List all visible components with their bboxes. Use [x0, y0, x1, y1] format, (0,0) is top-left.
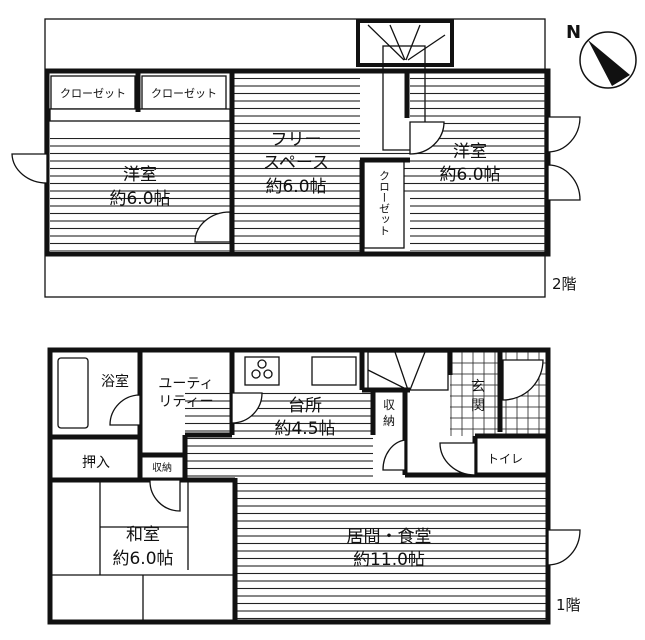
oshiire-label: 押入: [82, 455, 110, 471]
room-size: 約6.0帖: [439, 165, 500, 185]
compass-needle-icon: [588, 40, 630, 86]
living-name: 居間・食堂: [347, 527, 432, 547]
sink: [311, 356, 357, 386]
door-living-east[interactable]: [547, 529, 581, 566]
toilet-label: トイレ: [487, 452, 523, 466]
living-size: 約11.0帖: [353, 550, 425, 570]
door-japanese-room[interactable]: [149, 479, 181, 512]
japanese-room-size: 約6.0帖: [112, 549, 173, 569]
utility-label-line2: リティー: [158, 394, 213, 410]
living-floor: [235, 478, 548, 620]
kitchen-size: 約4.5帖: [274, 419, 335, 439]
door-entrance[interactable]: [502, 359, 544, 401]
closet-label: クローゼット: [151, 87, 217, 100]
room-name: 洋室: [453, 142, 487, 162]
door-room-west[interactable]: [194, 211, 231, 243]
entrance-label-line2: 関: [471, 398, 485, 414]
storage-small-label: 収納: [152, 461, 172, 474]
floor-2: クローゼット クローゼット クローゼット 洋室 約6.0帖 フリー スペース 約…: [11, 18, 581, 298]
room-east-floor: [410, 73, 546, 251]
door-east-1[interactable]: [547, 116, 581, 153]
door-utility[interactable]: [231, 392, 263, 424]
room-size: 約6.0帖: [109, 189, 170, 209]
compass: N: [566, 22, 637, 89]
floor-1: 浴室 ユーティ リティー 押入 収 納 玄 関 トイレ 収納 台所 約4.5帖 …: [47, 347, 581, 625]
entrance-label-line1: 玄: [471, 378, 485, 395]
closet-1: [50, 75, 136, 110]
stairs-1f: [367, 351, 449, 391]
door-west[interactable]: [11, 153, 48, 184]
bath-label: 浴室: [101, 373, 129, 390]
storage-label-line2: 納: [383, 414, 395, 428]
japanese-room-name: 和室: [126, 525, 160, 545]
door-bath[interactable]: [109, 394, 141, 426]
burner-icon: [263, 369, 273, 379]
kitchen-name: 台所: [288, 396, 322, 416]
tatami: [50, 480, 235, 620]
room-name: フリー: [271, 130, 322, 150]
room-size: 約6.0帖: [265, 177, 326, 197]
stair-box: [356, 19, 454, 67]
bathtub: [57, 357, 89, 429]
closet-label: クローゼット: [378, 170, 391, 236]
north-label: N: [566, 22, 581, 43]
free-space-floor: [234, 73, 360, 251]
outer-wall-1f: [47, 347, 551, 625]
burner-icon: [257, 359, 267, 369]
door-east-2[interactable]: [547, 164, 581, 201]
floor-label: 1階: [556, 596, 581, 614]
door-toilet[interactable]: [439, 442, 476, 476]
closet-2: [141, 75, 227, 110]
closet-label: クローゼット: [60, 87, 126, 100]
room-name-line2: スペース: [263, 153, 329, 173]
room-name: 洋室: [123, 165, 157, 185]
stove: [244, 356, 280, 386]
door-storage[interactable]: [382, 439, 406, 471]
door-room-east[interactable]: [409, 121, 445, 155]
utility-label-line1: ユーティ: [158, 376, 213, 392]
floor-label: 2階: [552, 275, 577, 293]
burner-icon: [251, 369, 261, 379]
storage-label-line1: 収: [383, 398, 395, 412]
